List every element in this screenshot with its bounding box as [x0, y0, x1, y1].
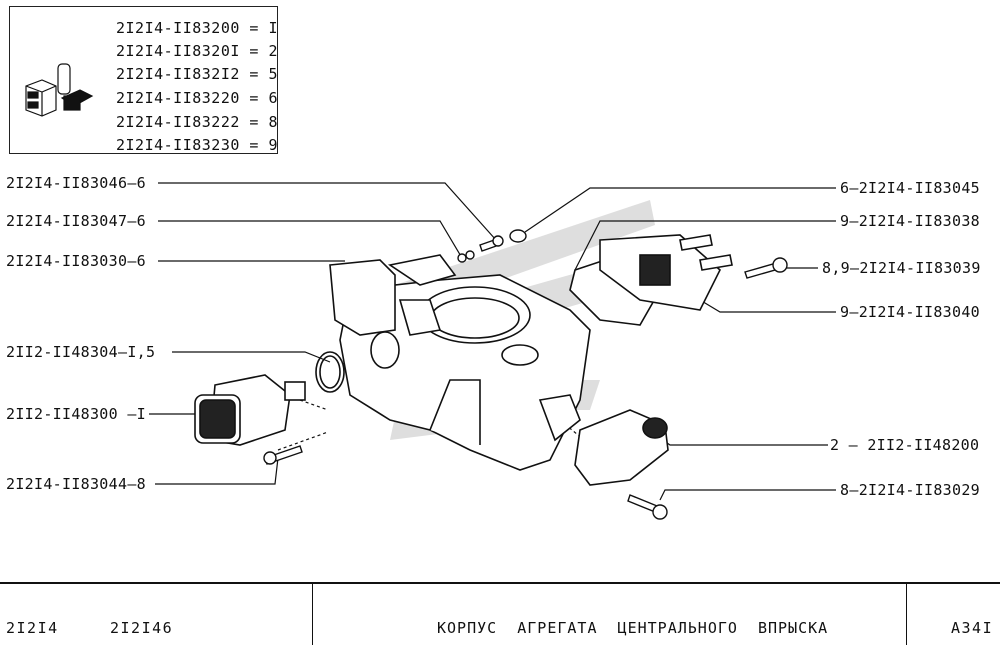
callout-left: 2I2I4-II83046—6: [6, 174, 146, 192]
exploded-view-drawing: [25, 63, 836, 520]
callout-right: 8—2I2I4-II83029: [840, 481, 980, 499]
callout-right: 9—2I2I4-II83040: [840, 303, 980, 321]
throttle-body: [329, 254, 591, 471]
legend-row: 2I2I4-II83230 = 9: [116, 136, 279, 154]
callout-right: 2 — 2II2-II48200: [830, 436, 980, 454]
drawing-title: КОРПУС АГРЕГАТА ЦЕНТРАЛЬНОГО ВПРЫСКА: [437, 619, 829, 637]
legend-row: 2I2I4-II83200 = I: [116, 19, 279, 37]
title-block: 2I2I4 2I2I46 КОРПУС АГРЕГАТА ЦЕНТРАЛЬНОГ…: [0, 582, 1000, 645]
callout-left: 2I2I4-II83030—6: [6, 252, 146, 270]
callout-left: 2I2I4-II83044—8: [6, 475, 146, 493]
sheet-cell: А34I: [906, 584, 1000, 645]
parts-kit-legend: 2I2I4-II83200 = I 2I2I4-II8320I = 2 2I2I…: [9, 6, 278, 154]
throttle-position-sensor: [574, 409, 669, 486]
model-code-1: 2I2I4: [6, 619, 59, 637]
screws: [263, 229, 788, 520]
parts-kit-icon: [25, 63, 94, 117]
callout-left: 2II2-II48300 —I: [6, 405, 146, 423]
callout-right: 9—2I2I4-II83038: [840, 212, 980, 230]
callout-right: 6—2I2I4-II83045: [840, 179, 980, 197]
o-ring: [315, 351, 345, 393]
legend-row: 2I2I4-II83220 = 6: [116, 89, 279, 107]
legend-row: 2I2I4-II8320I = 2: [116, 42, 279, 60]
callout-left: 2II2-II48304—I,5: [6, 343, 156, 361]
model-code-2: 2I2I46: [110, 619, 174, 637]
callout-left: 2I2I4-II83047—6: [6, 212, 146, 230]
gasket-and-cover: [569, 234, 733, 326]
sheet-number: А34I: [951, 619, 994, 637]
callout-right: 8,9—2I2I4-II83039: [822, 259, 981, 277]
legend-row: 2I2I4-II83222 = 8: [116, 113, 279, 131]
title-cell: КОРПУС АГРЕГАТА ЦЕНТРАЛЬНОГО ВПРЫСКА: [312, 584, 907, 645]
legend-row: 2I2I4-II832I2 = 5: [116, 65, 279, 83]
idle-air-control-valve: [194, 374, 306, 446]
